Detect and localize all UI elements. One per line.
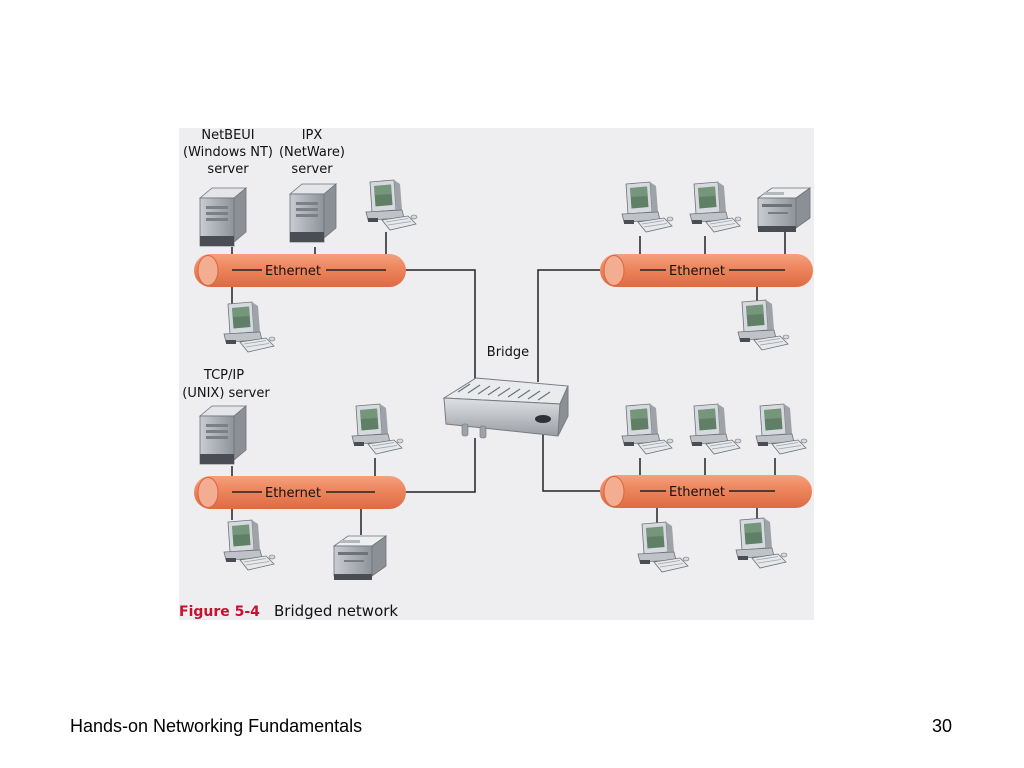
ethernet-segment-bottom-right: Ethernet [600,475,812,508]
netbeui-server-label-line2: (Windows NT) [183,145,273,160]
ipx-server-label-line1: IPX [302,128,323,143]
ethernet-segment-bottom-left: Ethernet [194,476,406,509]
ipx-server-label-line3: server [291,162,333,177]
page-number: 30 [932,716,953,736]
server-icon [199,187,247,247]
tcpip-server-label-line1: TCP/IP [203,368,244,383]
ethernet-label: Ethernet [265,264,321,279]
ethernet-label: Ethernet [669,264,725,279]
netbeui-server-label-line3: server [207,162,249,177]
server-icon [199,405,247,465]
ethernet-label: Ethernet [669,485,725,500]
footer-title: Hands-on Networking Fundamentals [70,716,363,736]
ethernet-label: Ethernet [265,486,321,501]
figure-label: Figure 5-4 [179,604,260,620]
bridge-label: Bridge [487,345,529,360]
server-icon [289,183,337,243]
figure-caption: Bridged network [274,602,398,620]
netbeui-server-label-line1: NetBEUI [201,128,254,143]
ethernet-segment-top-left: Ethernet [194,254,406,287]
tcpip-server-label-line2: (UNIX) server [182,386,270,401]
bridge-icon [442,377,569,439]
ethernet-segment-top-right: Ethernet [600,254,813,287]
ipx-server-label-line2: (NetWare) [279,145,345,160]
